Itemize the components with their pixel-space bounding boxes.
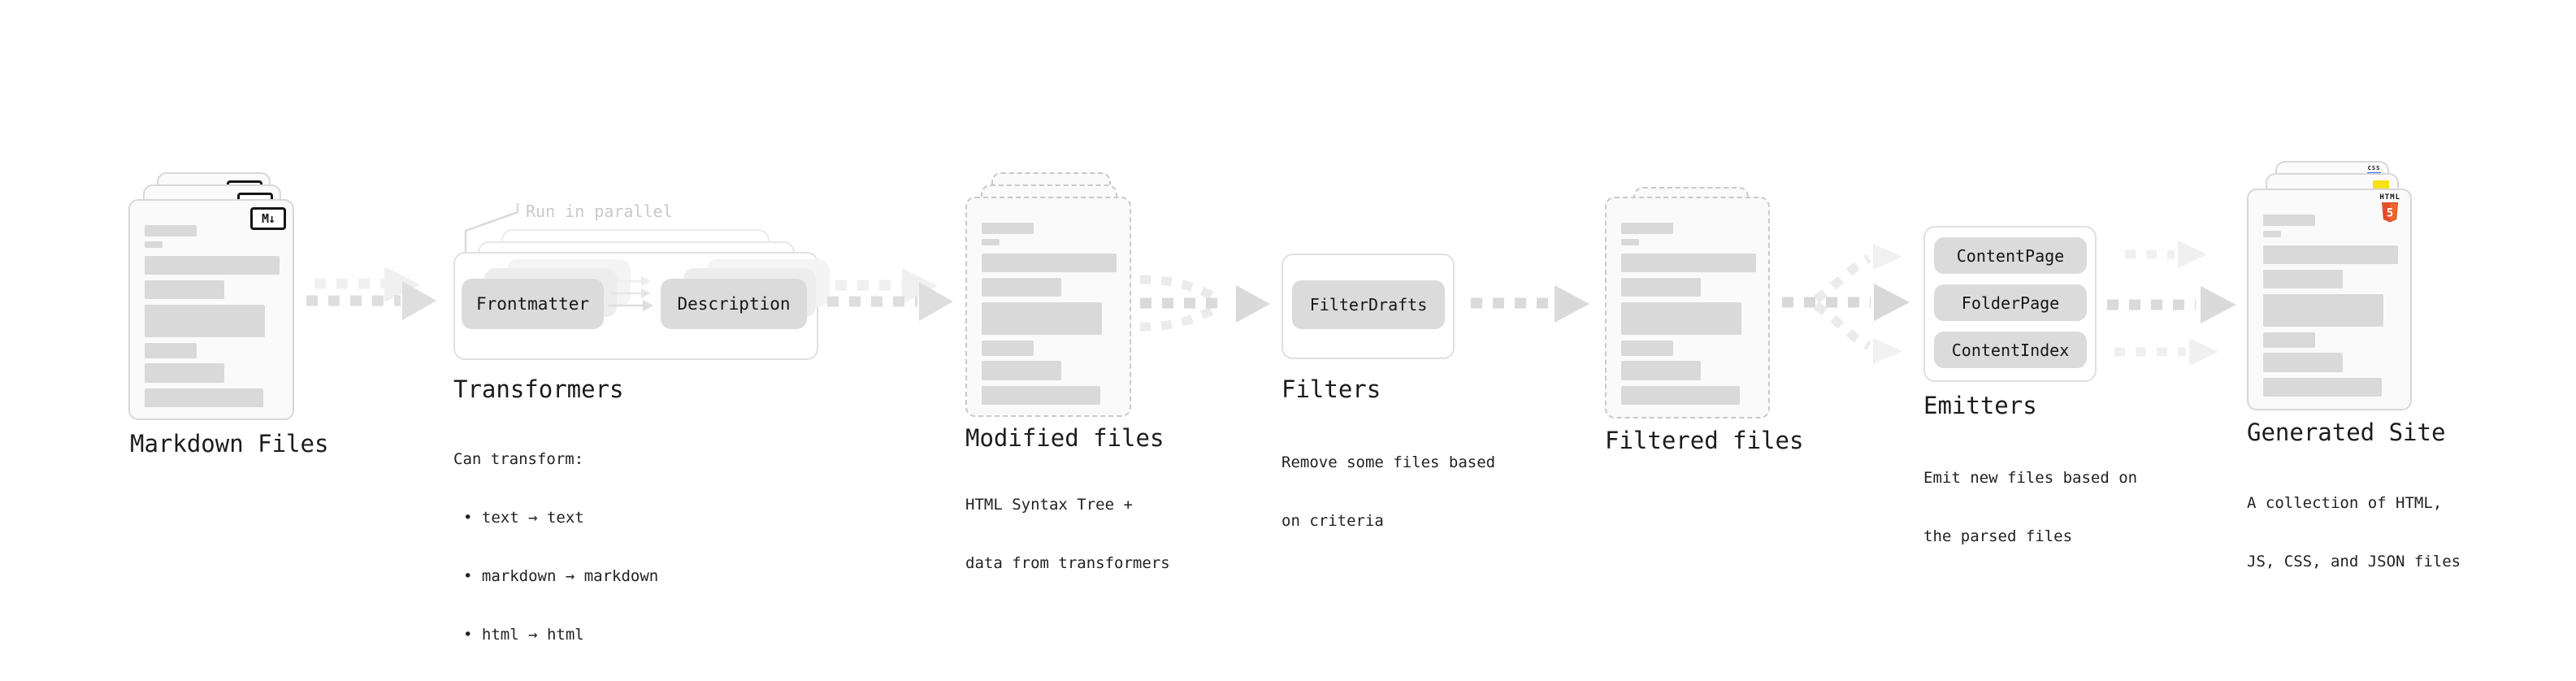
text-line-bar bbox=[1621, 278, 1701, 297]
desc-line: Can transform: bbox=[453, 450, 584, 468]
text-line-bar bbox=[145, 241, 163, 248]
run-in-parallel-label: Run in parallel bbox=[526, 202, 673, 221]
text-line-bar bbox=[2263, 294, 2383, 327]
text-line-bar bbox=[145, 363, 224, 383]
stage-title-filtered: Filtered files bbox=[1605, 427, 1804, 454]
stage-desc-filters: Remove some files based on criteria bbox=[1281, 414, 1495, 570]
text-line-bar bbox=[145, 305, 265, 337]
desc-line: data from transformers bbox=[965, 554, 1170, 572]
text-line-bar bbox=[982, 254, 1117, 272]
text-line-bar bbox=[1621, 361, 1701, 380]
stage-desc-modified: HTML Syntax Tree + data from transformer… bbox=[965, 456, 1170, 612]
text-line-bar bbox=[1621, 254, 1756, 272]
stage-title-modified: Modified files bbox=[965, 424, 1164, 452]
desc-line: Remove some files based bbox=[1281, 453, 1496, 471]
text-line-bar bbox=[2263, 378, 2382, 397]
html5-label: HTML bbox=[2379, 193, 2400, 202]
file-card-front bbox=[1605, 197, 1770, 419]
desc-line: A collection of HTML, bbox=[2247, 494, 2443, 512]
desc-bullet: • markdown → markdown bbox=[463, 567, 659, 585]
desc-line: on criteria bbox=[1281, 512, 1384, 530]
text-line-bar bbox=[1621, 239, 1639, 245]
markdown-icon: M↓ bbox=[250, 207, 286, 230]
desc-line: JS, CSS, and JSON files bbox=[2247, 553, 2461, 570]
pill-filterdrafts: FilterDrafts bbox=[1292, 280, 1445, 329]
text-line-bar bbox=[2263, 215, 2315, 226]
text-line-bar bbox=[982, 302, 1102, 335]
arrow-transformers-to-modified bbox=[827, 268, 953, 321]
file-card-front: HTML 5 bbox=[2247, 189, 2412, 410]
text-line-bar bbox=[145, 256, 280, 275]
arrow-emitters-to-generated bbox=[2107, 241, 2236, 366]
stage-title-markdown: Markdown Files bbox=[130, 430, 329, 458]
pill-description: Description bbox=[661, 279, 807, 329]
pill-frontmatter: Frontmatter bbox=[462, 279, 604, 329]
text-line-bar bbox=[982, 386, 1100, 405]
html5-shield: 5 bbox=[2382, 202, 2399, 223]
text-line-bar bbox=[982, 361, 1061, 380]
text-line-bar bbox=[1621, 223, 1673, 234]
desc-line: the parsed files bbox=[1923, 527, 2073, 545]
html5-icon: HTML 5 bbox=[2379, 194, 2400, 223]
text-line-bar bbox=[982, 223, 1034, 234]
svg-text:5: 5 bbox=[2387, 207, 2393, 220]
text-line-bar bbox=[982, 239, 1000, 245]
file-card-front: M↓ bbox=[128, 199, 294, 420]
pill-contentpage: ContentPage bbox=[1934, 237, 2087, 274]
text-line-bar bbox=[2263, 332, 2315, 348]
text-line-bar bbox=[2263, 353, 2343, 372]
text-line-bar bbox=[982, 278, 1061, 297]
text-line-bar bbox=[1621, 386, 1740, 405]
desc-line: Emit new files based on bbox=[1923, 469, 2138, 487]
desc-bullet: • html → html bbox=[463, 626, 584, 644]
stage-desc-generated: A collection of HTML, JS, CSS, and JSON … bbox=[2247, 454, 2461, 610]
stage-title-generated: Generated Site bbox=[2247, 419, 2446, 446]
stage-title-transformers: Transformers bbox=[453, 375, 624, 403]
text-line-bar bbox=[982, 340, 1034, 356]
arrow-markdown-to-transformers bbox=[306, 267, 436, 320]
text-line-bar bbox=[145, 343, 197, 358]
arrow-filtered-to-emitters bbox=[1782, 244, 1910, 364]
pill-folderpage: FolderPage bbox=[1934, 284, 2087, 321]
text-line-bar bbox=[145, 388, 263, 407]
pill-contentindex: ContentIndex bbox=[1934, 332, 2087, 368]
desc-line: HTML Syntax Tree + bbox=[965, 496, 1133, 514]
file-card-front bbox=[965, 197, 1131, 417]
text-line-bar bbox=[145, 280, 224, 299]
text-line-bar bbox=[2263, 231, 2281, 237]
arrow-modified-to-filters bbox=[1139, 275, 1270, 332]
text-line-bar bbox=[1621, 340, 1673, 356]
text-line-bar bbox=[1621, 302, 1741, 335]
text-line-bar bbox=[2263, 270, 2343, 288]
stage-desc-transformers: Can transform: • text → text • markdown … bbox=[453, 410, 658, 681]
css-label: CSS bbox=[2367, 165, 2381, 171]
desc-bullet: • text → text bbox=[463, 509, 584, 527]
text-line-bar bbox=[145, 225, 197, 236]
stage-title-emitters: Emitters bbox=[1923, 392, 2037, 419]
stage-desc-emitters: Emit new files based on the parsed files bbox=[1923, 429, 2137, 585]
stage-title-filters: Filters bbox=[1281, 375, 1381, 403]
arrow-filters-to-filtered bbox=[1471, 285, 1589, 323]
js-icon bbox=[2373, 180, 2389, 189]
text-line-bar bbox=[2263, 245, 2398, 264]
